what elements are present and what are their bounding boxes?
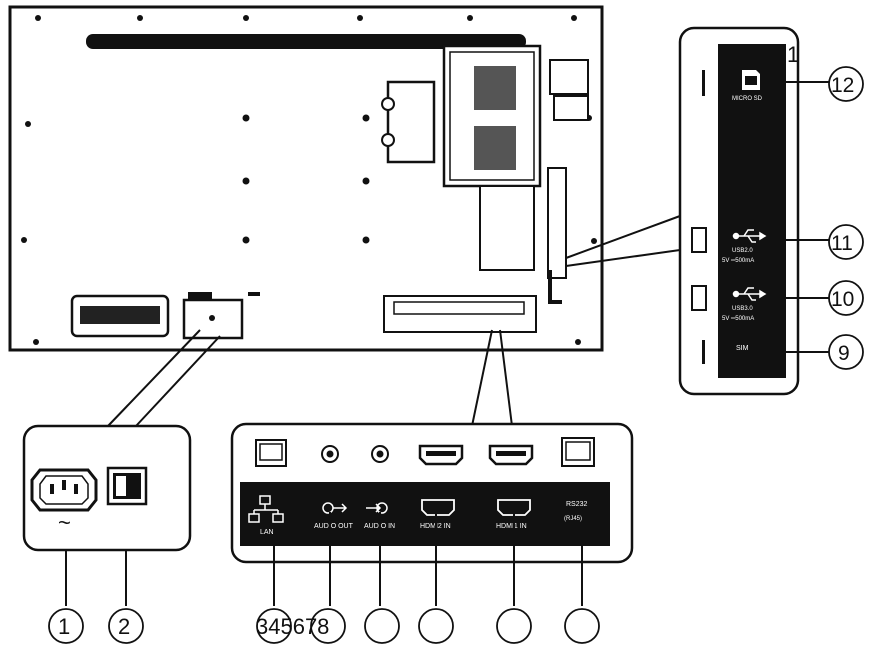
left-bracket (386, 80, 436, 164)
lan-port-icon (255, 439, 287, 467)
audio-in-arrow-icon (366, 502, 388, 514)
usb2-label: USB2.0 (732, 248, 753, 254)
rs232-label: RS232 (566, 501, 588, 508)
audio-in-jack-icon (371, 445, 389, 463)
usb-trident-icon (732, 287, 767, 301)
vent-grill-upper (474, 66, 516, 110)
power-panel: ~ (22, 424, 192, 552)
side-io-panel: MICRO SD USB2.0 5V ═500mA USB3.0 5V ═500… (678, 26, 800, 396)
callout-11: 11 (831, 232, 853, 255)
callout-circles (48, 66, 864, 644)
screw-holes (21, 15, 597, 345)
lan-icon (248, 495, 284, 523)
callout-12: 12 (831, 74, 854, 97)
vent-grill-lower (474, 126, 516, 170)
iec-power-socket-icon (30, 468, 98, 512)
audio-out-label: AUDIO OUT (314, 523, 354, 530)
audio-out-arrow-icon (322, 502, 348, 514)
usb-trident-icon (732, 229, 767, 243)
sim-slot (702, 340, 705, 364)
lan-label: LAN (260, 529, 274, 536)
callout-2: 2 (118, 614, 130, 639)
leader-lines (107, 215, 681, 427)
hdmi1-label: HDMI1 IN (496, 523, 527, 530)
rs232-port-icon (561, 437, 595, 467)
callout-9: 9 (838, 342, 850, 365)
monitor-rear-view (8, 5, 604, 352)
sim-label: SIM (736, 345, 749, 352)
usb3-power-label: 5V ═500mA (722, 316, 754, 322)
callout-3-8: 345678 (256, 614, 329, 639)
usb2-power-label: 5V ═500mA (722, 258, 754, 264)
micro-sd-label: MICRO SD (732, 96, 763, 102)
usb2-port (691, 227, 707, 253)
rs232-sub-label: (RJ45) (564, 516, 582, 522)
micro-sd-slot (702, 70, 705, 96)
callout-1: 1 (58, 614, 70, 639)
hdmi1-port-icon (488, 444, 534, 466)
hdmi2-label-icon (421, 499, 455, 516)
usb3-port (691, 285, 707, 311)
side-panel-top-number: 1 (787, 42, 799, 67)
main-io-panel: LAN AUDIO OUT AUDIO IN HDMI2 IN HDMI1 IN… (230, 422, 634, 564)
side-io-rail (547, 167, 567, 279)
top-vent-slot (86, 34, 526, 49)
usb3-label: USB3.0 (732, 306, 753, 312)
ac-symbol: ~ (58, 510, 71, 535)
callout-10: 10 (831, 288, 854, 311)
micro-sd-icon (742, 70, 760, 90)
hdmi1-label-icon (497, 499, 531, 516)
hdmi2-port-icon (418, 444, 464, 466)
audio-out-jack-icon (321, 445, 339, 463)
side-label-strip (718, 44, 786, 378)
callout-lines (65, 81, 830, 606)
rocker-switch-icon (106, 466, 148, 506)
